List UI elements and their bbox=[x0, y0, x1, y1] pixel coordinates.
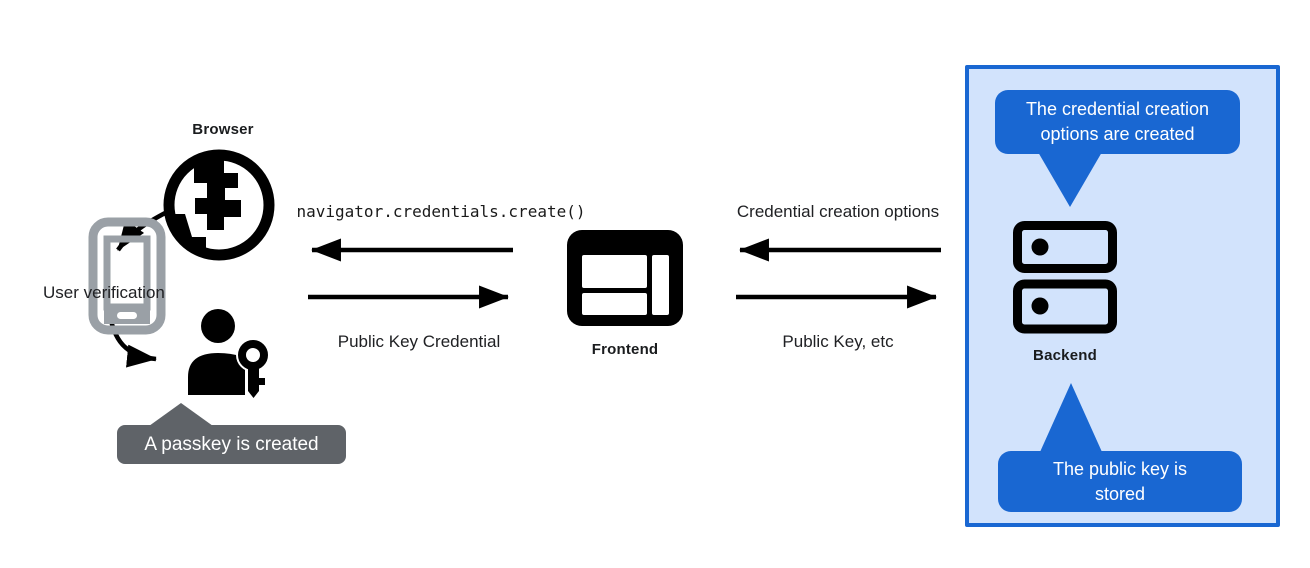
credential-options-bubble-pointer bbox=[1038, 152, 1102, 207]
smartphone-icon bbox=[88, 217, 166, 335]
public-key-credential-label: Public Key Credential bbox=[337, 332, 501, 351]
person-key-icon bbox=[188, 309, 270, 399]
credential-options-bubble-text: The credential creation options are crea… bbox=[1025, 99, 1210, 144]
backend-label: Backend bbox=[1033, 347, 1097, 364]
user-verification-label: User verification bbox=[43, 283, 165, 302]
browser-label: Browser bbox=[192, 121, 254, 138]
passkey-tooltip: A passkey is created bbox=[117, 425, 346, 464]
frontend-window-icon bbox=[567, 230, 683, 326]
public-key-etc-label: Public Key, etc bbox=[782, 332, 894, 351]
frontend-label: Frontend bbox=[591, 341, 659, 358]
public-key-bubble-pointer bbox=[1040, 383, 1102, 452]
navigator-credentials-create-label: navigator.credentials.create() bbox=[296, 202, 586, 221]
public-key-bubble: The public key is stored bbox=[998, 451, 1242, 512]
passkey-tooltip-text: A passkey is created bbox=[144, 433, 319, 455]
public-key-bubble-text: The public key is stored bbox=[1052, 458, 1188, 504]
browser-globe-icon bbox=[163, 149, 275, 261]
passkey-tooltip-pointer bbox=[149, 403, 213, 426]
credential-options-bubble: The credential creation options are crea… bbox=[995, 90, 1240, 154]
credential-creation-options-label: Credential creation options bbox=[736, 202, 940, 221]
backend-server-icon bbox=[1013, 221, 1117, 334]
